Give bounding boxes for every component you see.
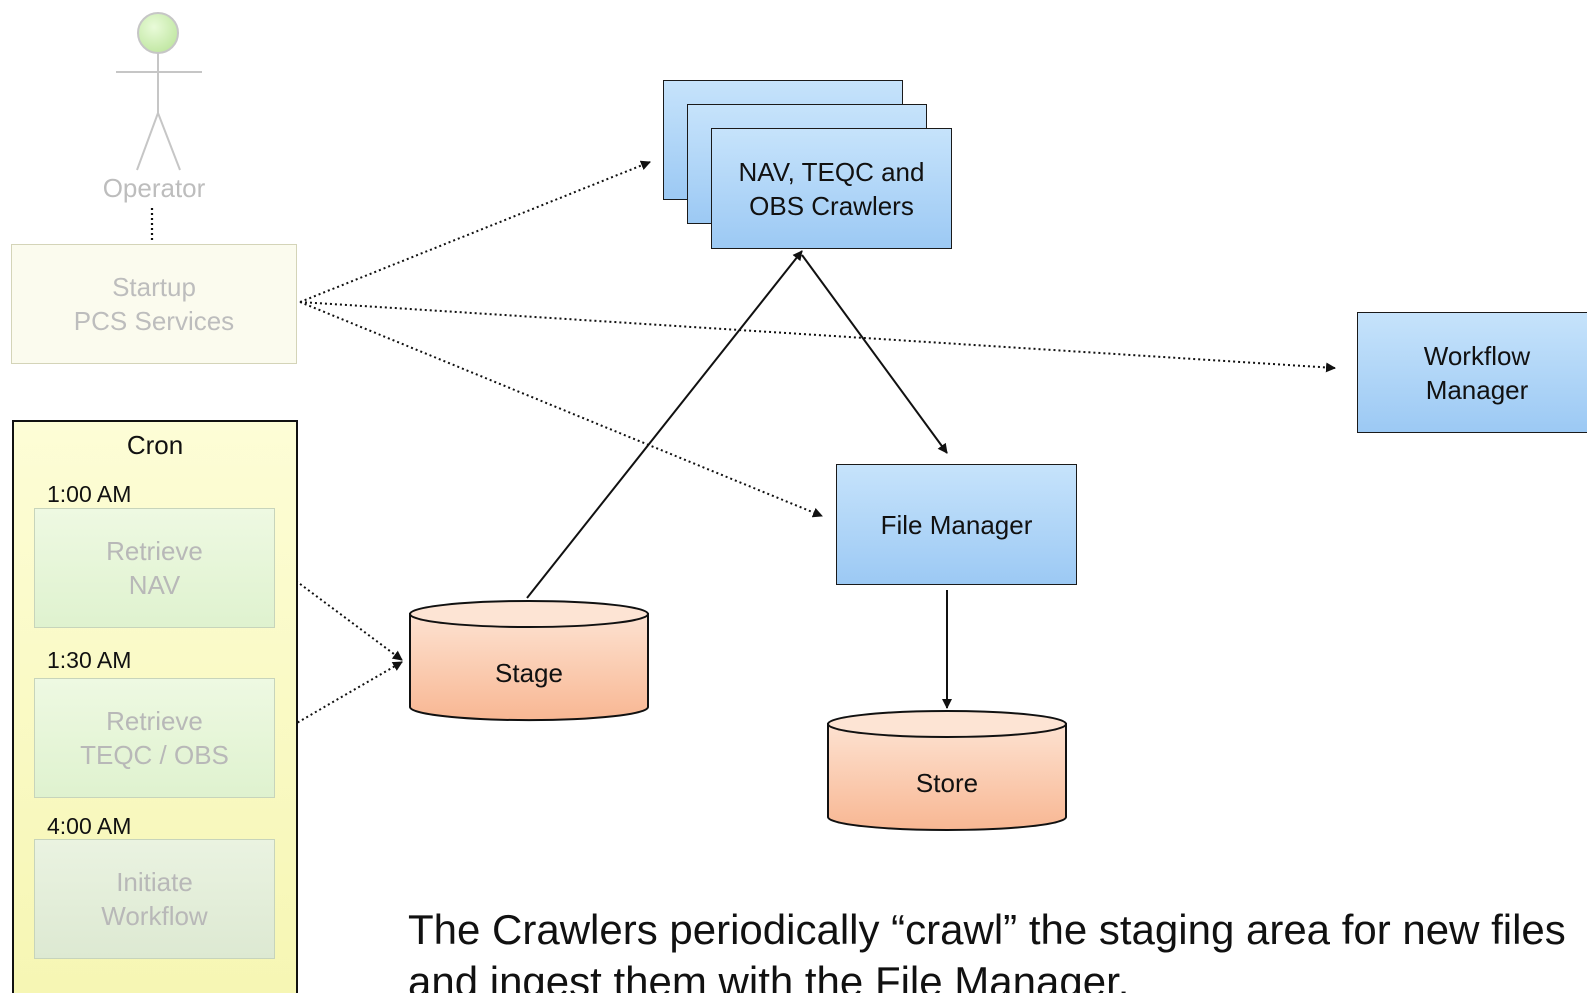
startup-to-filemanager-arrow [299,301,823,518]
stage-cylinder [409,600,649,722]
caption-line-1: The Crawlers periodically “crawl” the st… [408,906,1566,953]
job-time-1: 1:00 AM [47,481,132,507]
startup-pcs-services-box[interactable]: Startup PCS Services [11,244,297,364]
file-manager-box[interactable]: File Manager [836,464,1077,585]
retrieve-teqc-obs-job[interactable]: Retrieve TEQC / OBS [34,678,275,798]
job-time-2: 1:30 AM [47,647,132,673]
crawlers-to-filemanager-arrow [801,254,948,454]
startup-to-crawlers-arrow [299,160,651,303]
stage-label: Stage [495,658,563,688]
retrieve-teqc-to-stage-arrow [275,661,403,736]
workflow-manager-box[interactable]: Workflow Manager [1357,312,1587,433]
operator-label: Operator [102,173,206,203]
operator-actor-icon [116,12,202,171]
startup-to-workflow-arrow [299,301,1336,373]
store-cylinder [827,710,1067,831]
retrieve-nav-job[interactable]: Retrieve NAV [34,508,275,628]
store-label: Store [915,768,979,798]
stage-to-crawlers-arrow [526,250,803,599]
crawlers-box[interactable]: NAV, TEQC and OBS Crawlers [711,128,952,249]
caption-text: The Crawlers periodically “crawl” the st… [408,904,1566,993]
job-time-3: 4:00 AM [47,813,132,839]
caption-line-2: and ingest them with the File Manager. [408,958,1130,993]
cron-title: Cron [126,430,184,460]
initiate-workflow-job[interactable]: Initiate Workflow [34,839,275,959]
